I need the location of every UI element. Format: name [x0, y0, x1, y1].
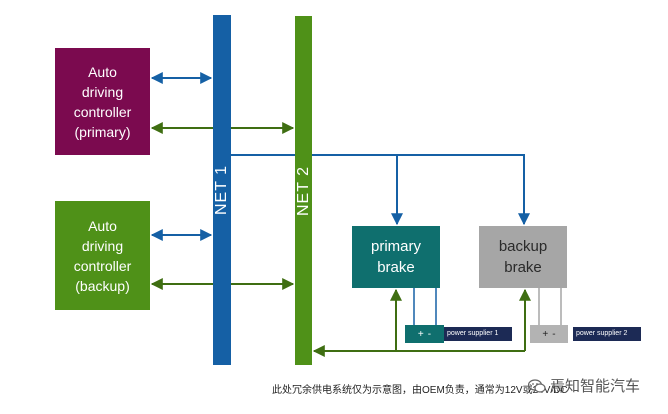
battery-1-minus: - — [427, 328, 432, 340]
backup-brake: backup brake — [479, 226, 567, 288]
battery-2-minus: - — [552, 328, 556, 340]
battery-1: + - — [405, 325, 444, 343]
power-supplier-2-label: power supplier 2 — [573, 327, 641, 341]
net1-bus: NET 1 — [213, 15, 231, 365]
net1-label: NET 1 — [213, 164, 230, 216]
caption-text: 此处冗余供电系统仅为示意图，由OEM负责，通常为12V或24V/DC — [272, 385, 568, 396]
wechat-icon — [528, 378, 546, 393]
battery-2-plus: + — [542, 328, 549, 340]
controller-primary: Auto driving controller (primary) — [55, 48, 150, 155]
watermark: 焉知智能汽车 — [528, 375, 640, 396]
primary-brake: primary brake — [352, 226, 440, 288]
controller-backup: Auto driving controller (backup) — [55, 201, 150, 310]
net1-to-brakes-link — [231, 154, 530, 226]
watermark-text: 焉知智能汽车 — [550, 378, 641, 395]
power-supplier-1-label: power supplier 1 — [444, 327, 512, 341]
battery-1-plus: + — [417, 328, 424, 340]
battery-2: + - — [530, 325, 568, 343]
net2-label: NET 2 — [294, 165, 312, 216]
net2-bus: NET 2 — [295, 16, 312, 365]
